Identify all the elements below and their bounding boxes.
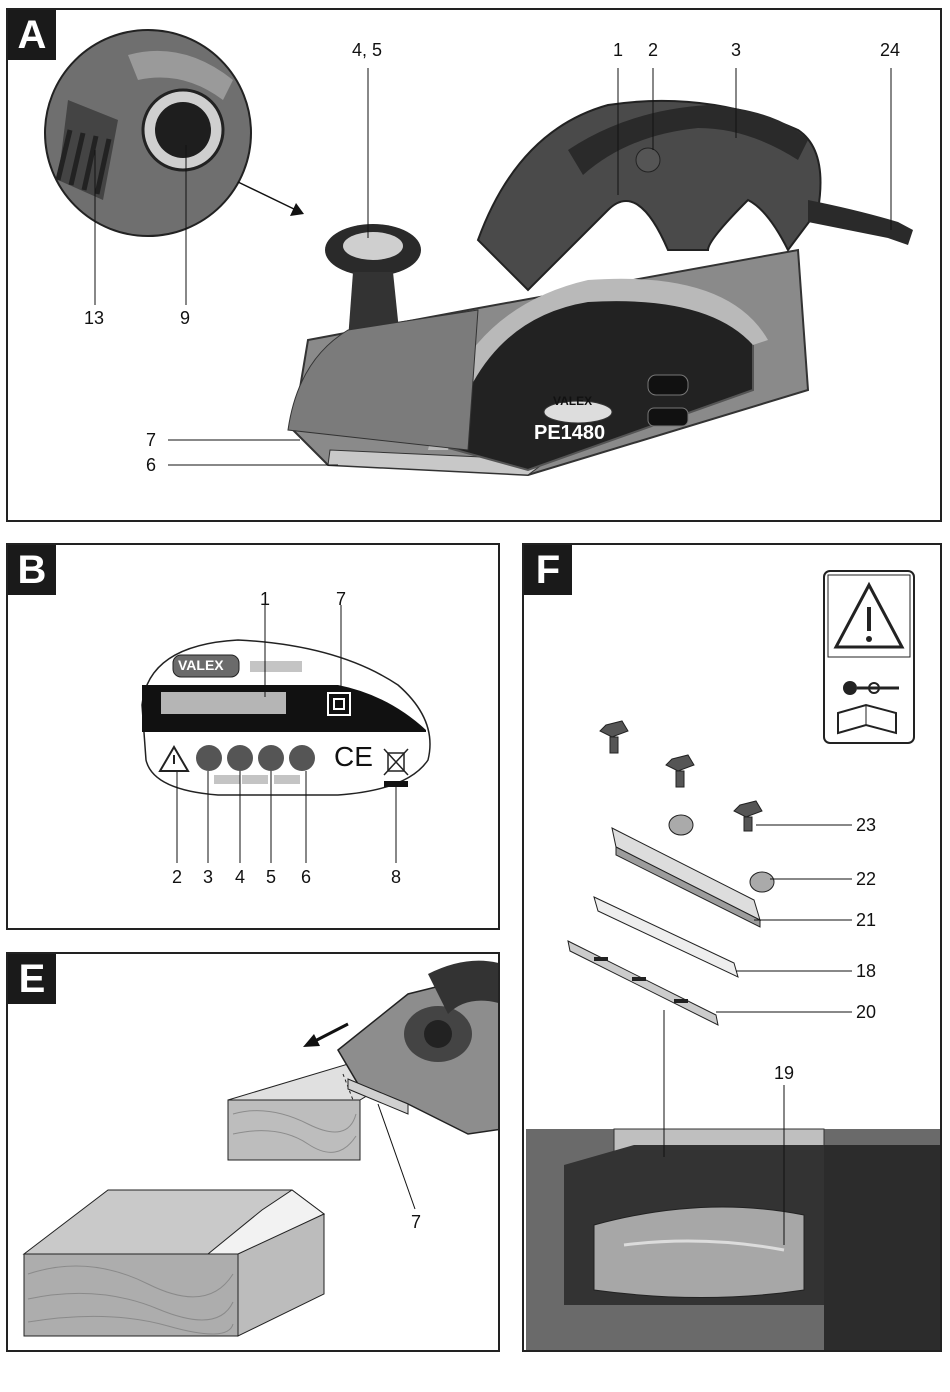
ce-mark: CE — [334, 741, 373, 773]
blade-assembly-illustration — [524, 545, 942, 1352]
callout-5: 5 — [266, 867, 276, 888]
rating-label-illustration — [8, 545, 500, 930]
callout-3: 3 — [203, 867, 213, 888]
model-label: PE1480 — [534, 422, 605, 445]
callout-1: 1 — [613, 40, 623, 61]
callout-9: 9 — [180, 308, 190, 329]
panel-b: B — [6, 543, 500, 930]
callout-24: 24 — [880, 40, 900, 61]
chamfer-illustration — [8, 954, 500, 1352]
callout-2: 2 — [172, 867, 182, 888]
panel-a: A — [6, 8, 942, 522]
callout-21: 21 — [856, 910, 876, 931]
read-manual-icon — [196, 745, 222, 771]
callout-4: 4 — [235, 867, 245, 888]
callout-7: 7 — [411, 1212, 421, 1233]
callout-23: 23 — [856, 815, 876, 836]
callout-22: 22 — [856, 869, 876, 890]
ear-protection-icon — [258, 745, 284, 771]
eye-protection-icon — [289, 745, 315, 771]
callout-7: 7 — [146, 430, 156, 451]
panel-e: E 7 — [6, 952, 500, 1352]
callout-1: 1 — [260, 589, 270, 610]
label-brand: VALEX — [178, 657, 224, 673]
panel-f: F — [522, 543, 942, 1352]
callout-6: 6 — [301, 867, 311, 888]
callout-20: 20 — [856, 1002, 876, 1023]
callout-13: 13 — [84, 308, 104, 329]
callout-3: 3 — [731, 40, 741, 61]
callout-8: 8 — [391, 867, 401, 888]
callout-18: 18 — [856, 961, 876, 982]
callout-6: 6 — [146, 455, 156, 476]
brand-logo: VALEX — [553, 394, 592, 408]
callout-2: 2 — [648, 40, 658, 61]
weee-bin-icon — [384, 749, 408, 775]
gloves-icon — [227, 745, 253, 771]
callout-7: 7 — [336, 589, 346, 610]
callout-4-5: 4, 5 — [352, 40, 382, 61]
callout-19: 19 — [774, 1063, 794, 1084]
